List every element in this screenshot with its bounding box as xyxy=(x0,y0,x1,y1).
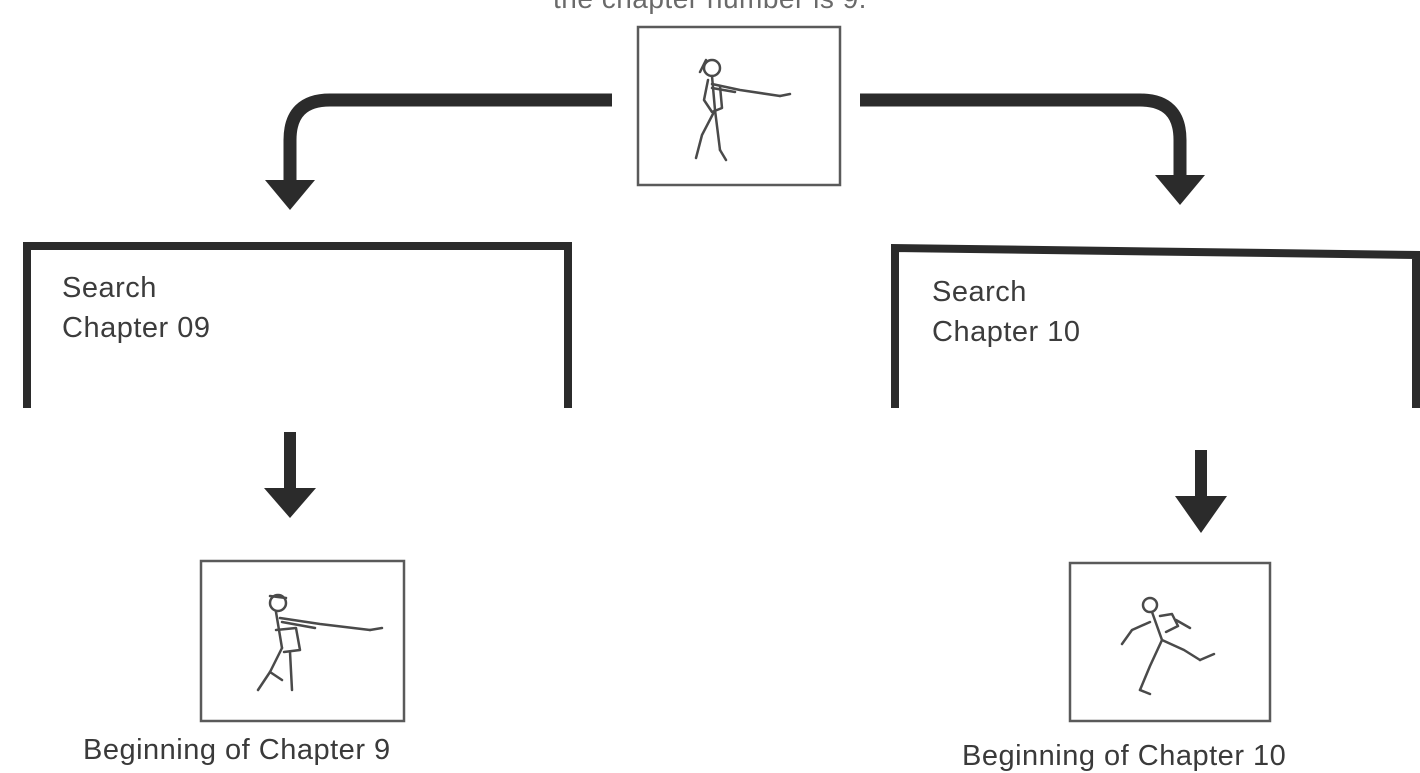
search-label-left-line1: Search xyxy=(62,272,157,304)
arrow-down-left xyxy=(264,432,316,518)
result-frame-right xyxy=(1068,561,1272,723)
search-label-left-line2: Chapter 09 xyxy=(62,312,211,344)
batter-swing-icon xyxy=(256,593,384,692)
top-caption: the chapter number is 9. xyxy=(0,0,1420,15)
arrow-top-to-right xyxy=(860,93,1205,205)
top-frame-border xyxy=(636,25,842,187)
caption-chapter-9: Beginning of Chapter 9 xyxy=(83,734,391,766)
search-label-right: Search Chapter 10 xyxy=(932,272,1081,352)
top-frame xyxy=(636,25,842,187)
arrow-top-to-left xyxy=(265,93,612,210)
search-label-right-line1: Search xyxy=(932,276,1027,308)
search-label-right-line2: Chapter 10 xyxy=(932,316,1081,348)
runner-icon xyxy=(1120,596,1216,696)
arrow-down-right xyxy=(1175,450,1227,533)
result-frame-left-border xyxy=(199,559,406,723)
golfer-swing-icon xyxy=(694,58,792,162)
result-frame-left xyxy=(199,559,406,723)
search-frame-right xyxy=(891,243,1420,408)
caption-chapter-10: Beginning of Chapter 10 xyxy=(962,740,1287,772)
search-label-left: Search Chapter 09 xyxy=(62,268,211,348)
search-frame-left xyxy=(23,242,572,408)
result-frame-right-border xyxy=(1068,561,1272,723)
